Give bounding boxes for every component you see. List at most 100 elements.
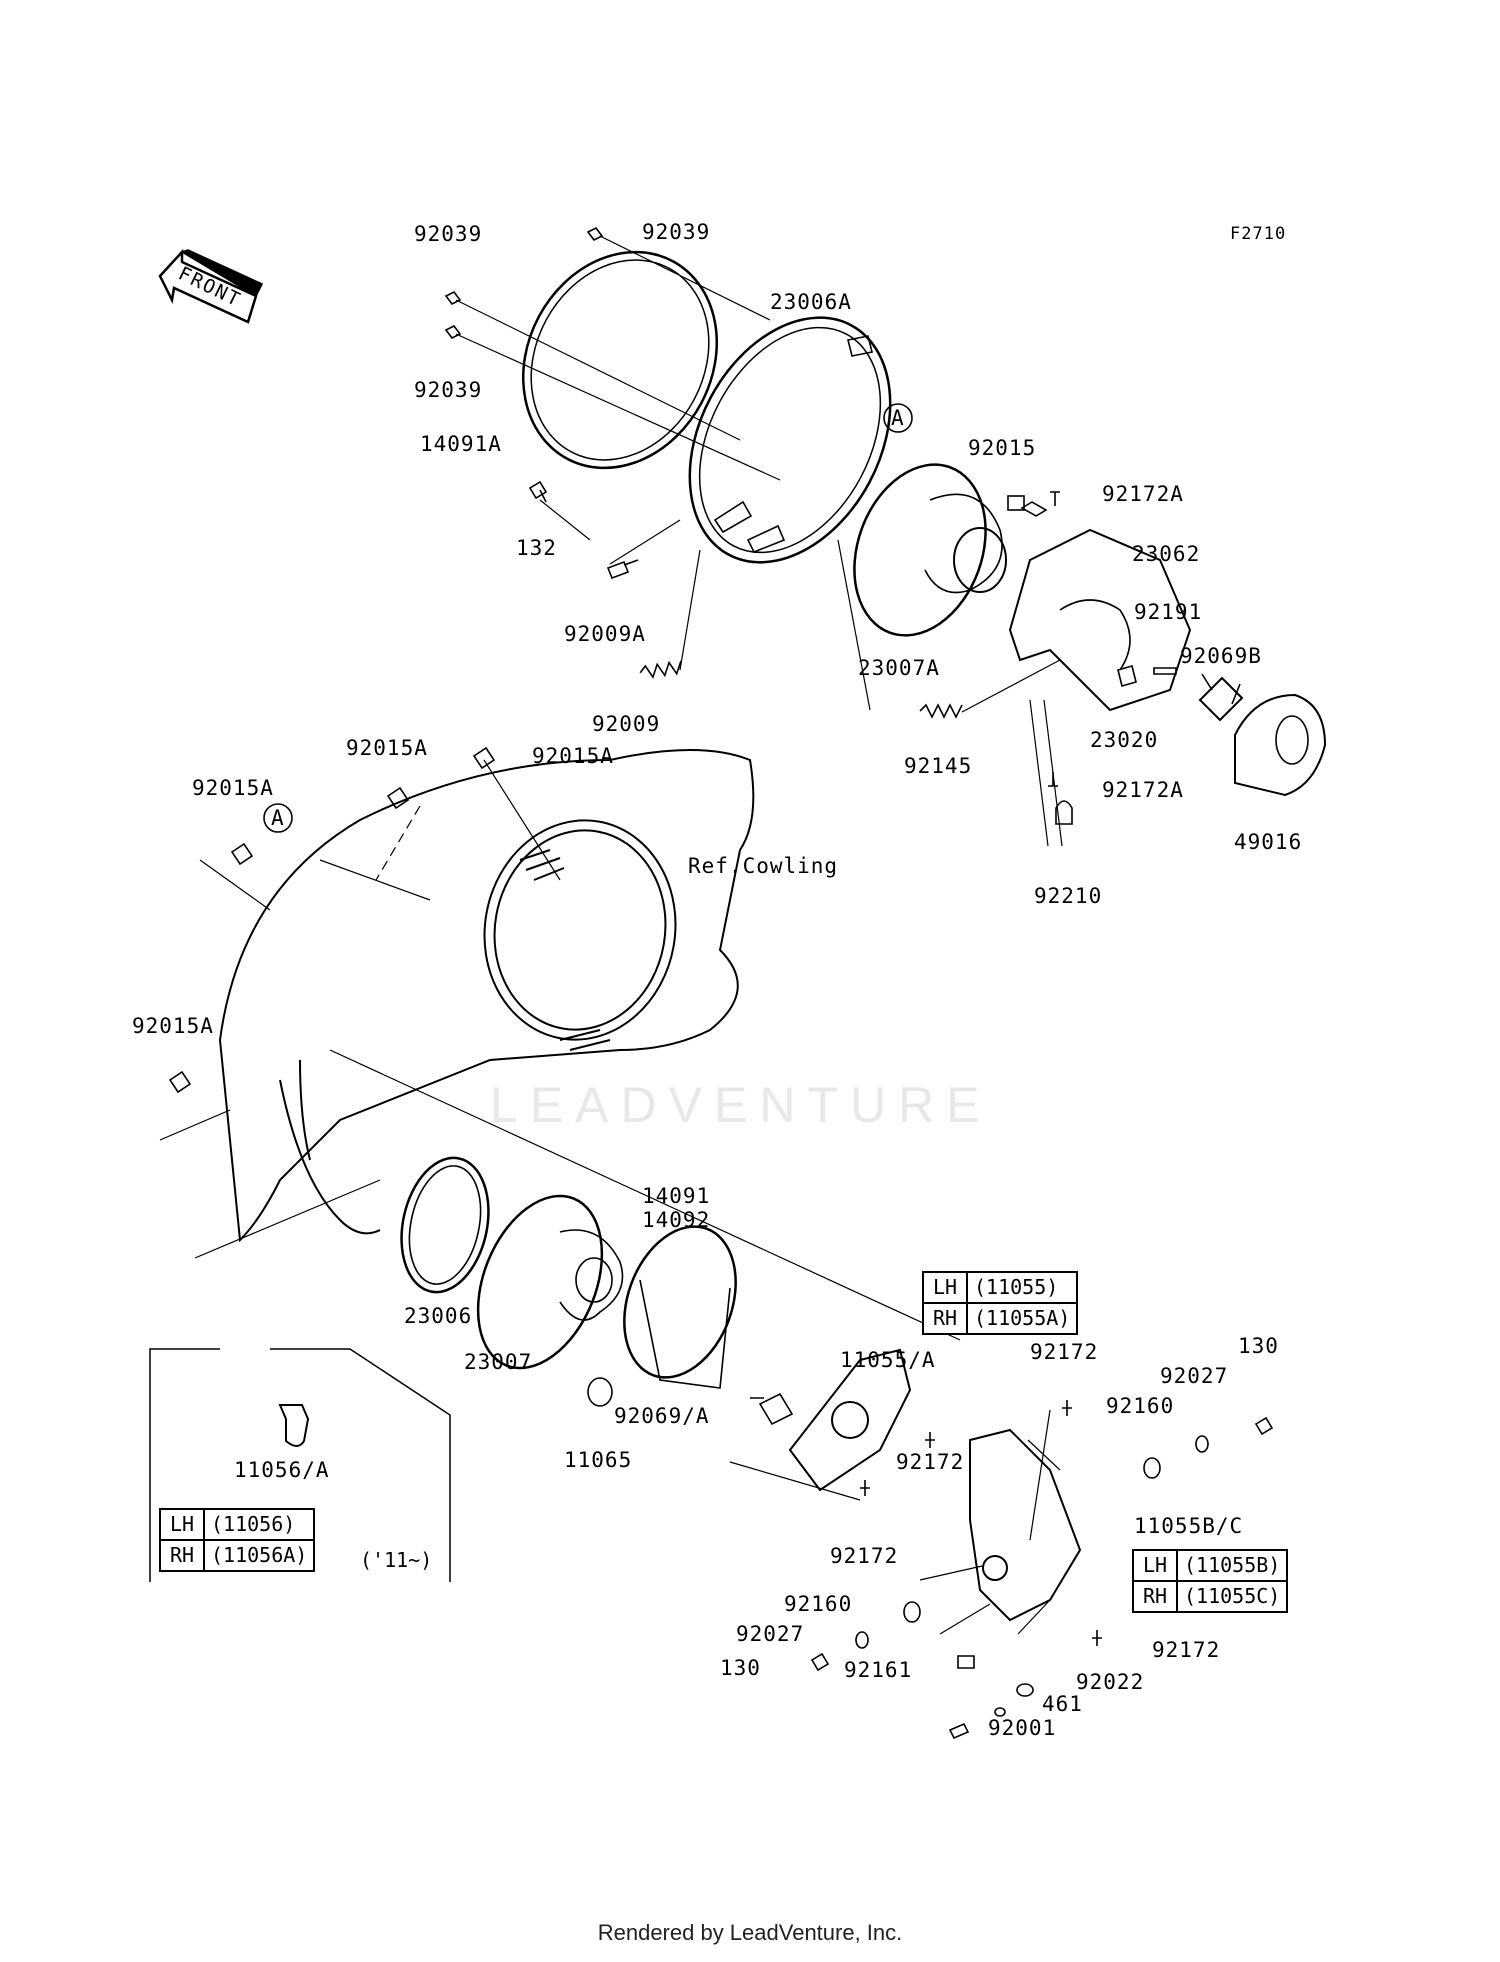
bulb-cap [1234, 693, 1327, 797]
table-11056-rh: RH [159, 1539, 205, 1572]
label-130-a[interactable]: 130 [1238, 1334, 1279, 1358]
nut-92015 [1020, 501, 1048, 517]
marker-a-left: A [271, 806, 285, 830]
label-92015a-d[interactable]: 92015A [132, 1014, 214, 1038]
label-23007a[interactable]: 23007A [858, 656, 940, 680]
label-92160-b[interactable]: 92160 [784, 1592, 853, 1616]
headlight-unit-rear [853, 463, 1025, 637]
label-23020[interactable]: 23020 [1090, 728, 1159, 752]
label-92022[interactable]: 92022 [1076, 1670, 1145, 1694]
headlight-unit-front [476, 1194, 624, 1370]
label-92015a-b[interactable]: 92015A [532, 744, 614, 768]
adjuster-spring [919, 703, 963, 719]
label-92160-a[interactable]: 92160 [1106, 1394, 1175, 1418]
footer-credit: Rendered by LeadVenture, Inc. [597, 1920, 903, 1945]
adjuster-spring-left [639, 660, 682, 679]
label-11055a[interactable]: 11055/A [840, 1348, 936, 1372]
table-11055bc-lh-part[interactable]: (11055B) [1175, 1549, 1289, 1582]
label-92172a-top[interactable]: 92172A [1102, 482, 1184, 506]
headlight-ring-front [400, 1156, 490, 1294]
label-49016[interactable]: 49016 [1234, 830, 1303, 854]
table-11056: LH (11056) RH (11056A) [159, 1508, 316, 1572]
label-92145[interactable]: 92145 [904, 754, 973, 778]
bulb-rear [1198, 673, 1244, 722]
label-92039-c[interactable]: 92039 [414, 378, 483, 402]
label-11056a[interactable]: 11056/A [234, 1458, 330, 1482]
figure-code: F2710 [1230, 224, 1287, 244]
label-92172-c[interactable]: 92172 [830, 1544, 899, 1568]
table-11055-rh: RH [922, 1302, 968, 1335]
inset-box-11056 [149, 1348, 451, 1582]
bulb-front [750, 1392, 794, 1426]
label-92039-a[interactable]: 92039 [414, 222, 483, 246]
front-arrow-icon [158, 248, 264, 324]
label-23006[interactable]: 23006 [404, 1304, 473, 1328]
label-130-b[interactable]: 130 [720, 1656, 761, 1680]
label-14091[interactable]: 14091 [642, 1184, 711, 1208]
label-92015[interactable]: 92015 [968, 436, 1037, 460]
label-92027-a[interactable]: 92027 [1160, 1364, 1229, 1388]
label-11065[interactable]: 11065 [564, 1448, 633, 1472]
mounting-bracket-ring [688, 316, 892, 564]
table-11055-rh-part[interactable]: (11055A) [965, 1302, 1079, 1335]
label-23006a[interactable]: 23006A [770, 290, 852, 314]
label-92172-d[interactable]: 92172 [1152, 1638, 1221, 1662]
clips-92039 [444, 226, 604, 340]
reference-circle-a-top [883, 403, 913, 433]
small-fasteners-front [810, 1400, 1274, 1740]
lamp-housing [623, 1225, 737, 1389]
headlight-rim-ring [521, 250, 719, 470]
inset-year-note: ('11~) [360, 1548, 433, 1572]
table-11055bc-rh-part[interactable]: (11055C) [1175, 1580, 1289, 1613]
label-92161[interactable]: 92161 [844, 1658, 913, 1682]
table-11056-lh-part[interactable]: (11056) [202, 1508, 316, 1541]
label-92009[interactable]: 92009 [592, 712, 661, 736]
label-23007[interactable]: 23007 [464, 1350, 533, 1374]
label-92069b[interactable]: 92069B [1180, 644, 1262, 668]
headlight-cover [1008, 528, 1192, 712]
label-461[interactable]: 461 [1042, 1692, 1083, 1716]
label-14092[interactable]: 14092 [642, 1208, 711, 1232]
watermark: LEADVENTURE [490, 1077, 992, 1133]
screw-92172a-top [1050, 491, 1060, 506]
label-92009a[interactable]: 92009A [564, 622, 646, 646]
label-132[interactable]: 132 [516, 536, 557, 560]
label-92191[interactable]: 92191 [1134, 600, 1203, 624]
label-92015a-a[interactable]: 92015A [346, 736, 428, 760]
label-11055bc[interactable]: 11055B/C [1134, 1514, 1244, 1538]
clip-23020 [1117, 665, 1137, 687]
label-92172-a[interactable]: 92172 [1030, 1340, 1099, 1364]
marker-a-top: A [891, 406, 905, 430]
rubber-cap-11065 [587, 1377, 613, 1407]
label-23062[interactable]: 23062 [1132, 542, 1201, 566]
table-11055: LH (11055) RH (11055A) [922, 1271, 1079, 1335]
table-11055-lh: LH [922, 1271, 968, 1304]
label-92001[interactable]: 92001 [988, 1716, 1057, 1740]
clips-92015a [168, 746, 496, 1094]
table-11055bc-rh: RH [1132, 1580, 1178, 1613]
label-92069a[interactable]: 92069/A [614, 1404, 710, 1428]
label-92039-b[interactable]: 92039 [642, 220, 711, 244]
label-92015a-c[interactable]: 92015A [192, 776, 274, 800]
leader-lines [159, 235, 1063, 1635]
label-92027-b[interactable]: 92027 [736, 1622, 805, 1646]
bolt-132 [528, 480, 548, 503]
table-11056-lh: LH [159, 1508, 205, 1541]
bracket-11055bc [969, 1428, 1082, 1622]
pin-92191 [1153, 667, 1177, 675]
clip-92210 [1055, 800, 1073, 825]
label-92172a-bottom[interactable]: 92172A [1102, 778, 1184, 802]
bracket-11055 [788, 1348, 912, 1492]
screw-92009a [606, 559, 639, 580]
reference-circle-a-left [263, 803, 293, 833]
table-11055bc-lh: LH [1132, 1549, 1178, 1582]
label-92172-b[interactable]: 92172 [896, 1450, 965, 1474]
label-92210[interactable]: 92210 [1034, 884, 1103, 908]
table-11056-rh-part[interactable]: (11056A) [202, 1539, 316, 1572]
table-11055-lh-part[interactable]: (11055) [965, 1271, 1079, 1304]
table-11055bc: LH (11055B) RH (11055C) [1132, 1549, 1289, 1613]
ref-cowling-label: Ref.Cowling [688, 854, 839, 878]
cowling-outline [218, 749, 755, 1243]
label-14091a[interactable]: 14091A [420, 432, 502, 456]
